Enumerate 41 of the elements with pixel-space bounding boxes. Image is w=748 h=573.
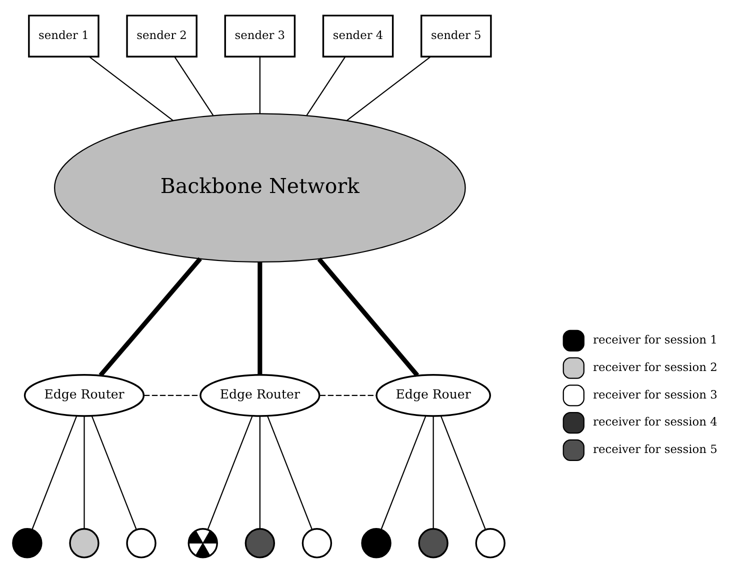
connector [259, 416, 260, 529]
node-box: sender 2 [126, 14, 198, 58]
node-circle [69, 528, 100, 558]
node-circle [302, 528, 332, 558]
node-circle [475, 528, 506, 558]
node-box: sender 4 [322, 14, 394, 58]
connector [432, 416, 434, 529]
node-circle [361, 528, 392, 558]
connector [144, 394, 200, 396]
connector [89, 56, 174, 121]
node-circle [418, 528, 448, 558]
connector [32, 416, 78, 530]
connector [98, 257, 202, 377]
node-circle [126, 528, 156, 558]
connector [317, 258, 420, 377]
node-ellipse: Edge Router [200, 374, 320, 417]
connector [91, 416, 137, 530]
legend-label: receiver for session 1 [593, 332, 718, 347]
connector [84, 416, 85, 529]
connector [259, 56, 260, 114]
legend-label: receiver for session 4 [593, 414, 718, 429]
connector [174, 56, 214, 116]
connector [320, 394, 376, 396]
node-box: sender 5 [420, 14, 492, 58]
connector [306, 56, 346, 116]
connector [380, 416, 426, 530]
node-circle [244, 528, 276, 558]
legend-label: receiver for session 3 [593, 387, 718, 402]
connector [258, 262, 262, 375]
legend-label: receiver for session 2 [593, 360, 718, 374]
node-box: sender 3 [224, 14, 296, 58]
connector [440, 416, 486, 530]
node-ellipse: Edge Rouer [376, 374, 491, 417]
node-ellipse: Backbone Network [54, 113, 466, 263]
connector [346, 56, 431, 121]
node-box: sender 1 [28, 14, 100, 58]
connector [266, 416, 313, 530]
connector [207, 416, 253, 530]
node-ellipse: Edge Router [24, 374, 145, 417]
legend-label: receiver for session 5 [593, 442, 718, 456]
node-circle [12, 528, 42, 558]
